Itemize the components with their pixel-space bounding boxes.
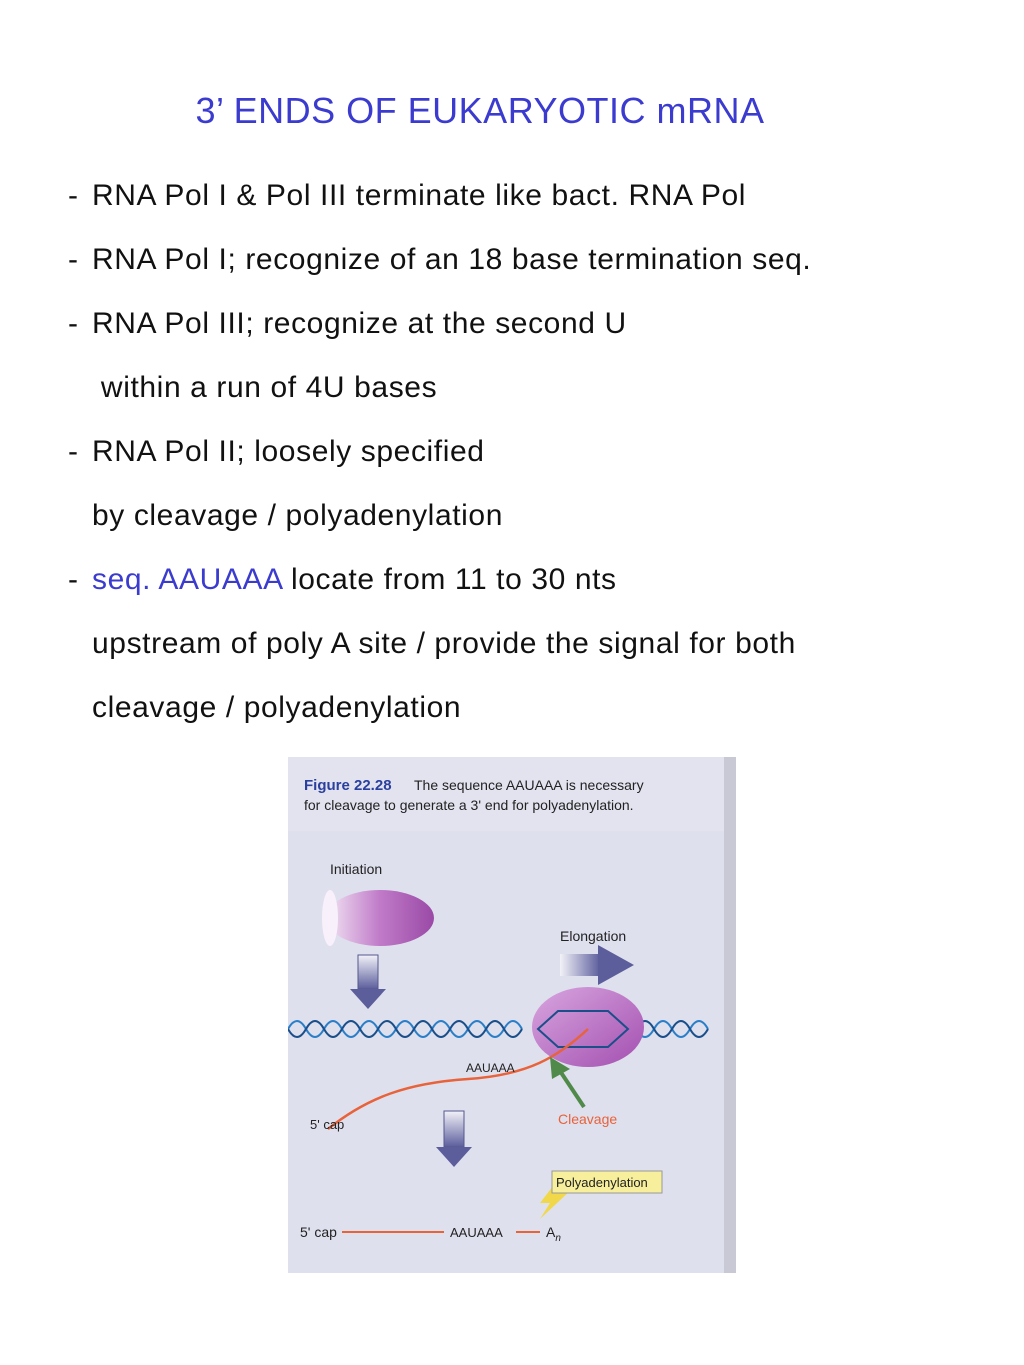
cap-label-2: 5' cap	[300, 1224, 337, 1240]
polyA-tail-label: An	[546, 1224, 561, 1244]
bullet-1: -RNA Pol I & Pol III terminate like bact…	[68, 178, 746, 214]
initiation-label: Initiation	[330, 861, 382, 877]
bullet-text: upstream of poly A site / provide the si…	[92, 627, 796, 660]
cap-label-1: 5' cap	[310, 1117, 344, 1132]
bullet-4: -RNA Pol II; loosely specified	[68, 434, 485, 470]
bullet-3-continued: within a run of 4U bases	[68, 370, 437, 406]
elongation-arrow-icon	[560, 945, 634, 985]
aauaaa-label-1: AAUAAA	[466, 1061, 515, 1075]
rna-strand-icon	[327, 1028, 589, 1130]
caption-label: Figure 22.28	[304, 777, 392, 794]
bullet-text: locate from 11 to 30 nts	[282, 563, 617, 596]
bullet-dash: -	[68, 435, 79, 468]
bullet-3: -RNA Pol III; recognize at the second U	[68, 306, 627, 342]
bullet-text: RNA Pol I & Pol III terminate like bact.…	[92, 179, 747, 212]
down-arrow-icon	[436, 1110, 472, 1167]
an-subscript: n	[555, 1233, 561, 1244]
polyadenylation-arrow-icon	[540, 1177, 574, 1219]
figure-polyadenylation: Figure 22.28 The sequence AAUAAA is nece…	[288, 757, 736, 1273]
page-edge	[724, 757, 736, 1273]
bullet-5-continued-2: cleavage / polyadenylation	[68, 690, 461, 726]
cleavage-label: Cleavage	[558, 1111, 617, 1127]
bullet-text: within a run of 4U bases	[92, 371, 438, 404]
bullet-2: -RNA Pol I; recognize of an 18 base term…	[68, 242, 811, 278]
bullet-5-continued: upstream of poly A site / provide the si…	[68, 626, 796, 662]
transcription-bubble-icon	[536, 1010, 630, 1048]
polyadenylation-label: Polyadenylation	[556, 1175, 648, 1190]
bullet-4-continued: by cleavage / polyadenylation	[68, 498, 503, 534]
slide-title: 3’ ENDS OF EUKARYOTIC mRNA	[195, 90, 765, 131]
elongation-label: Elongation	[560, 928, 626, 944]
polymerase-initiation-icon	[326, 890, 434, 946]
bullet-text: RNA Pol II; loosely specified	[92, 435, 485, 468]
caption-line-1: The sequence AAUAAA is necessary	[414, 777, 644, 793]
bullet-5: -seq. AAUAAA locate from 11 to 30 nts	[68, 562, 617, 598]
cleavage-arrow-icon	[550, 1057, 586, 1109]
bullet-dash: -	[68, 307, 79, 340]
highlight-sequence: seq. AAUAAA	[92, 563, 283, 596]
bullet-dash: -	[68, 243, 79, 276]
bullet-dash: -	[68, 179, 79, 212]
caption-band	[288, 757, 736, 831]
bullet-text: cleavage / polyadenylation	[92, 691, 462, 724]
aauaaa-label-2: AAUAAA	[450, 1225, 503, 1240]
dna-helix-icon	[288, 1020, 709, 1038]
down-arrow-icon	[350, 954, 386, 1009]
polymerase-opening-icon	[322, 890, 338, 946]
bullet-text: by cleavage / polyadenylation	[92, 499, 504, 532]
polyadenylation-box	[551, 1170, 663, 1194]
bullet-text: RNA Pol III; recognize at the second U	[92, 307, 627, 340]
an-base: A	[546, 1224, 556, 1240]
caption-line-2: for cleavage to generate a 3' end for po…	[304, 797, 634, 813]
bullet-dash: -	[68, 563, 79, 596]
bullet-text: RNA Pol I; recognize of an 18 base termi…	[92, 243, 812, 276]
